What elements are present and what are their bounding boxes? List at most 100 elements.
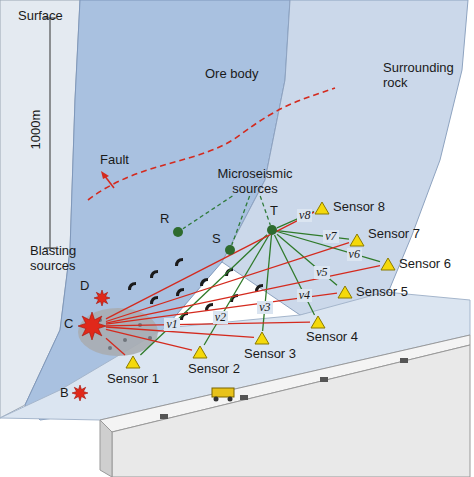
ray-path [106,327,254,337]
ray-path [106,266,380,323]
wheel [228,397,233,402]
velocity-label: v3 [257,301,272,314]
fault-line [88,88,335,200]
stone [108,346,112,350]
blast-star: D [94,290,110,306]
point-letter: T [270,203,278,218]
notch [160,414,168,419]
source-point: R [173,227,183,237]
tunnel [150,270,158,278]
sensor-triangle: Sensor 8 [314,201,330,215]
triangle-outline [381,258,395,270]
sensor-triangle-shape [314,201,330,215]
sensor-label: Sensor 7 [368,226,420,241]
blast-star-shape [72,385,88,401]
velocity-label: v8 [297,209,312,222]
triangle-outline [255,332,269,344]
velocity-label: v7 [323,230,338,243]
velocity-label: v4 [297,289,312,302]
blast-star-shape [94,290,110,306]
sensor-triangle-shape [192,345,208,359]
ray-path [275,235,315,315]
triangle-outline [126,356,140,368]
point-letter: D [80,278,89,293]
sensor-triangle: Sensor 4 [310,315,326,329]
sensor-triangle: Sensor 3 [254,331,270,345]
annotation-label: Surface [18,8,63,23]
ray-path [263,235,272,331]
velocity-label: v6 [347,248,362,261]
wheel [214,397,219,402]
sensor-triangle: Sensor 5 [337,285,353,299]
source-point: T [267,225,277,235]
dashed-leader [232,196,250,245]
sensor-triangle: Sensor 1 [125,355,141,369]
star-outline [72,385,88,401]
stone [123,338,127,342]
velocity-label: v2 [213,311,228,324]
star-outline [94,290,110,306]
point-letter: R [160,211,169,226]
source-point: S [225,245,235,255]
tunnel [225,268,233,276]
triangle-outline [338,286,352,298]
sensor-triangle-shape [349,233,365,247]
ray-path [106,243,349,322]
dashed-leader [260,196,270,225]
truck-body [212,388,234,397]
block-side [100,420,112,477]
sensor-label: Sensor 4 [306,329,358,344]
dimension [50,18,51,248]
dimension-line [44,18,56,248]
sensor-label: Sensor 2 [188,361,240,376]
fault-arrowhead [101,171,109,179]
notch [240,395,248,400]
sensor-triangle-shape [125,355,141,369]
sensor-triangle: Sensor 7 [349,233,365,247]
sensor-triangle-shape [380,257,396,271]
sensor-label: Sensor 6 [399,256,451,271]
tunnel [176,288,184,296]
text-node: Microseismic sources [215,166,295,196]
sensor-triangle: Sensor 6 [380,257,396,271]
tunnel [150,296,158,304]
sensor-triangle-shape [254,331,270,345]
annotation-label: Fault [100,152,129,167]
notch [320,377,328,382]
tunnel [200,278,208,286]
tunnel [175,258,183,266]
point-letter: S [212,231,221,246]
annotation-label: Blasting sources [30,243,92,273]
blast-star: C [78,312,106,340]
ray-path [106,322,310,326]
block-front [112,345,470,477]
sensor-label: Sensor 5 [356,284,408,299]
sensor-triangle-shape [310,315,326,329]
sensor-label: Sensor 1 [107,371,159,386]
triangle-outline [311,316,325,328]
ray-path [106,212,314,319]
ray-path [106,338,125,355]
point-letter: C [64,316,73,331]
sensor-triangle-shape [337,285,353,299]
velocity-label: v5 [314,266,329,279]
sensor-triangle: Sensor 2 [192,345,208,359]
truck [212,388,234,402]
notch [400,358,408,363]
sensor-label: Sensor 8 [333,199,385,214]
velocity-label: v1 [164,318,179,331]
blast-star: B [72,385,88,401]
triangle-outline [350,234,364,246]
annotation-label: 1000m [28,110,43,150]
triangle-outline [315,202,329,214]
block-notches [160,358,408,419]
point-letter: B [60,385,69,400]
node-label: Microseismic sources [215,166,295,196]
surrounding-rock [222,0,468,315]
annotation-label: Surrounding rock [383,60,463,90]
tunnel-symbols [128,258,263,320]
tunnel [128,282,136,290]
star-outline [78,312,106,340]
sensor-label: Sensor 3 [244,346,296,361]
